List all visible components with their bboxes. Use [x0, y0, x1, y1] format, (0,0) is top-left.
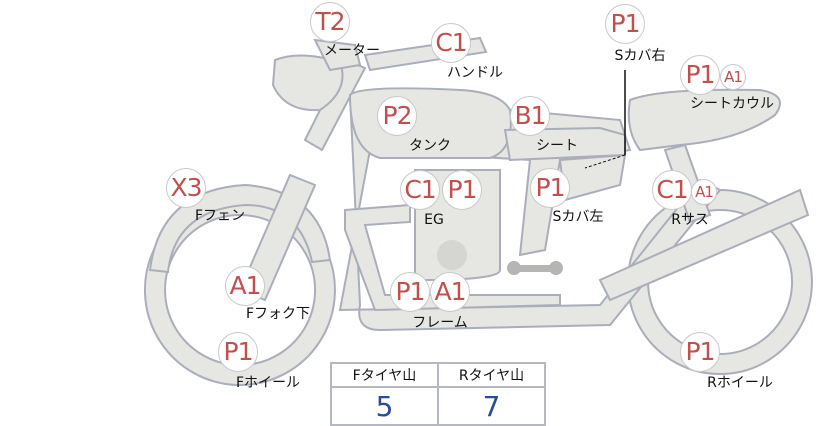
- part-badge[interactable]: P1: [680, 332, 720, 372]
- part-label: フレーム: [412, 315, 468, 331]
- part-label: タンク: [409, 138, 451, 154]
- part-badge[interactable]: P1: [390, 272, 430, 312]
- part-label: ハンドル: [447, 65, 503, 81]
- rear-tire-value: 7: [437, 386, 546, 426]
- tire-tread-table: Fタイヤ山 Rタイヤ山 5 7: [330, 362, 546, 426]
- part-badge[interactable]: X3: [166, 168, 206, 208]
- part-badge[interactable]: P2: [377, 96, 417, 136]
- part-label: Fホイール: [235, 375, 301, 391]
- swingarm-shape: [598, 188, 810, 302]
- part-label: メーター: [324, 43, 380, 59]
- front-fork-shape: [238, 173, 317, 302]
- part-label: Sカバ右: [614, 48, 666, 64]
- part-label: シートカウル: [690, 96, 774, 112]
- part-label: Fフェン: [194, 208, 246, 224]
- part-badge[interactable]: A1: [720, 64, 746, 90]
- side-cover-left-shape: [558, 153, 627, 202]
- part-badge[interactable]: P1: [218, 332, 258, 372]
- part-badge[interactable]: C1: [652, 170, 692, 210]
- part-label: Rホイール: [707, 375, 773, 391]
- part-badge[interactable]: P1: [680, 55, 720, 95]
- part-label: Rサス: [671, 212, 709, 228]
- part-badge[interactable]: P1: [605, 4, 645, 44]
- rear-tire-header: Rタイヤ山: [437, 362, 546, 388]
- part-badge[interactable]: P1: [530, 168, 570, 208]
- part-badge[interactable]: B1: [510, 96, 550, 136]
- part-label: Fフォク下: [245, 306, 311, 322]
- part-badge[interactable]: C1: [400, 170, 440, 210]
- part-badge[interactable]: A1: [225, 266, 265, 306]
- part-badge[interactable]: A1: [691, 179, 717, 205]
- front-tire-header: Fタイヤ山: [330, 362, 439, 388]
- meter-shape: [313, 38, 362, 72]
- part-badge[interactable]: A1: [430, 272, 470, 312]
- part-badge[interactable]: C1: [431, 23, 471, 63]
- part-label: EG: [424, 212, 444, 228]
- part-badge[interactable]: P1: [442, 170, 482, 210]
- part-badge[interactable]: T2: [310, 2, 350, 42]
- part-label: シート: [536, 138, 578, 154]
- part-label: Sカバ左: [552, 209, 604, 225]
- front-tire-value: 5: [330, 386, 439, 426]
